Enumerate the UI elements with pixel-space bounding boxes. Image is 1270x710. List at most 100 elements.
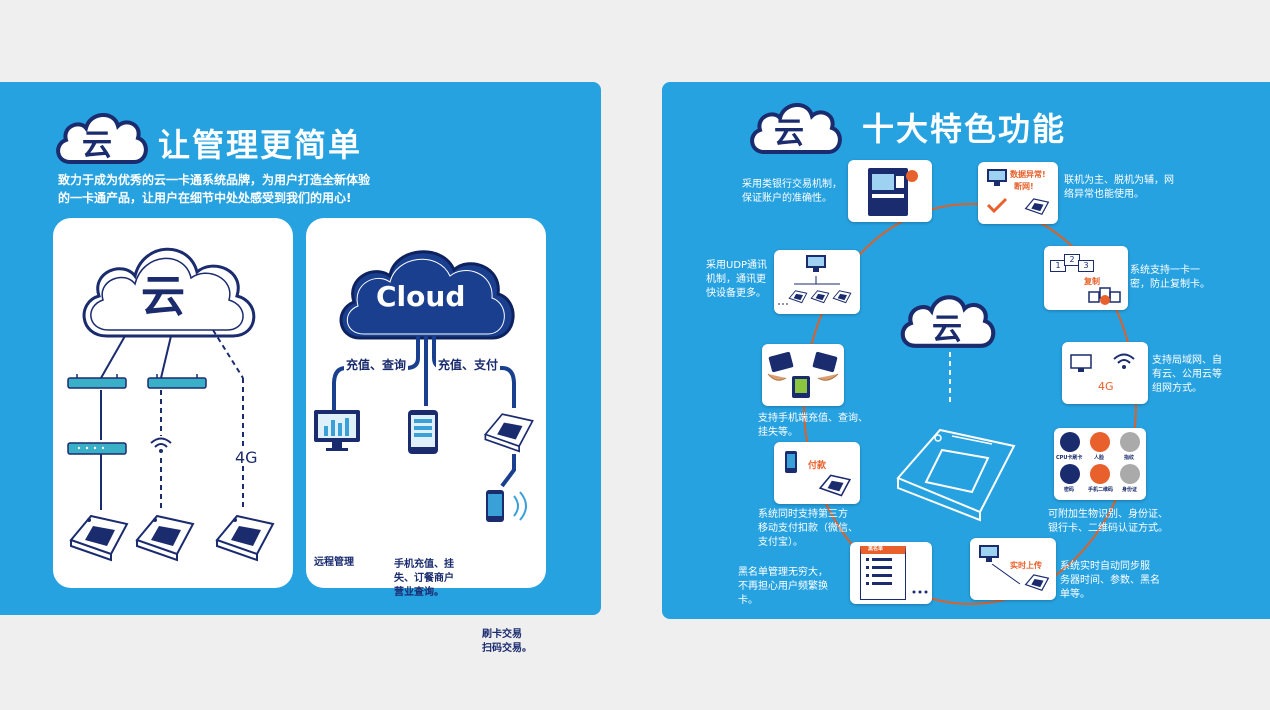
cloud-icon — [334, 238, 518, 348]
cpu-card-icon — [1060, 432, 1080, 452]
bio-icon-label: 指纹 — [1124, 455, 1135, 461]
phone-scan-icon — [482, 488, 536, 524]
copy-cards-icon — [1088, 287, 1121, 305]
feat-thirdpay-line1: 系统同时支持第三方 — [758, 509, 848, 520]
card-terminal-icon — [482, 408, 536, 454]
feat-bio-card: CPU卡刷卡 人脸 指纹 密码 手机二维码 身份证 — [1054, 428, 1146, 500]
bio-icon-label: 人脸 — [1094, 455, 1105, 461]
monitor-icon — [987, 169, 1007, 186]
fingerprint-icon — [1120, 432, 1140, 452]
switch-icon — [67, 440, 127, 456]
feat-online-card: 数据异常! 断网! — [978, 162, 1058, 224]
card-terminal-icon — [1024, 574, 1050, 592]
phone-icon — [406, 408, 440, 456]
feat-bio-line2: 银行卡、二维码认证方式。 — [1048, 523, 1168, 534]
monitor-icon — [806, 255, 826, 272]
atm-icon — [868, 168, 918, 216]
branch-left-label: 充值、查询 — [344, 358, 409, 372]
feat-blacklist-line3: 卡。 — [738, 595, 758, 606]
feat-phone-card — [762, 344, 844, 406]
feat-bank-line1: 采用类银行交易机制， — [742, 179, 842, 190]
cloud-label: Cloud — [376, 280, 466, 313]
card-terminal-icon — [1024, 198, 1050, 216]
monitor-icon — [1070, 354, 1092, 372]
center-cloud-icon — [894, 286, 1002, 352]
feat-online-line1: 联机为主、脱机为辅，网 — [1064, 175, 1174, 186]
check-icon — [986, 197, 1008, 214]
blacklist-tag: 黑名单 — [868, 546, 884, 552]
network-lines — [100, 329, 244, 510]
card-terminal-icon — [133, 510, 197, 562]
left-subtitle-line1: 致力于成为优秀的云一卡通系统品牌，为用户打造全新体验 — [58, 173, 371, 187]
card-terminal-icon — [832, 290, 852, 304]
card-terminal-icon — [67, 510, 131, 562]
feat-phone-line2: 挂失等。 — [758, 427, 798, 438]
udp-lines — [778, 276, 840, 305]
swipe-label-line1: 刷卡交易 — [482, 629, 522, 640]
center-cloud-char: 云 — [932, 312, 962, 347]
feat-blacklist-card: 黑名单 — [850, 542, 932, 604]
center-terminal-icon — [892, 422, 1020, 522]
bio-icon-label: 身份证 — [1122, 487, 1138, 493]
onecard-n1: 1 — [1050, 260, 1066, 272]
list-lines-icon — [866, 558, 928, 594]
mobile-label-line1: 手机充值、挂 — [394, 559, 454, 570]
mobile-label-line3: 营业查询。 — [394, 587, 444, 598]
feat-network-line2: 有云、公用云等 — [1152, 369, 1222, 380]
left-panel: 云 让管理更简单 致力于成为优秀的云一卡通系统品牌，为用户打造全新体验 的一卡通… — [0, 82, 601, 654]
feat-sync-line2: 务器时间、参数、黑名 — [1060, 575, 1160, 586]
feat-onecard-line2: 密，防止复制卡。 — [1130, 279, 1210, 290]
monitor-icon — [312, 408, 362, 452]
onecard-n3: 3 — [1078, 260, 1094, 272]
feat-thirdpay-card: 付款 — [774, 442, 860, 504]
right-panel: 云 十大特色功能 云 采用类银行交易机制， 保证账户的准确性。 数据异常! 断网… — [662, 82, 1270, 619]
remote-manage-label: 远程管理 — [314, 557, 354, 568]
sync-tag: 实时上传 — [1010, 561, 1042, 570]
network-card: 云 4G — [53, 218, 293, 588]
feat-udp-line1: 采用UDP通讯 — [706, 260, 768, 271]
onecard-copy-tag: 复制 — [1084, 277, 1100, 286]
online-tag-line2: 断网! — [1014, 182, 1034, 191]
network-cloud-icon — [73, 232, 263, 352]
cloud-branch-lines — [332, 336, 516, 488]
phone-icon — [785, 451, 797, 473]
feat-thirdpay-line2: 移动支付扣款（微信、 — [758, 523, 858, 534]
feat-sync-card: 实时上传 — [970, 538, 1056, 600]
feat-online-line2: 络异常也能使用。 — [1064, 189, 1144, 200]
feat-sync-line1: 系统实时自动同步服 — [1060, 561, 1150, 572]
card-terminal-icon — [213, 510, 277, 562]
feat-phone-line1: 支持手机端充值、查询、 — [758, 413, 868, 424]
cloud-card: Cloud 充值、查询 充值、支付 远程管理 手机充值、挂 失、订餐商户 营业查… — [306, 218, 546, 654]
bio-icon-label: CPU卡刷卡 — [1056, 455, 1083, 461]
label-4g: 4G — [235, 448, 258, 467]
feat-bank-line2: 保证账户的准确性。 — [742, 193, 832, 204]
feat-onecard-card: 1 2 3 复制 — [1044, 246, 1128, 310]
feat-bio-line1: 可附加生物识别、身份证、 — [1048, 509, 1168, 520]
wifi-icon — [149, 436, 173, 454]
feat-udp-line2: 机制，通讯更 — [706, 274, 766, 285]
monitor-icon — [979, 545, 999, 562]
feat-onecard-line1: 系统支持一卡一 — [1130, 265, 1200, 276]
face-icon — [1090, 432, 1110, 452]
thirdpay-tag: 付款 — [808, 461, 827, 471]
bio-icon-label: 手机二维码 — [1088, 487, 1114, 493]
blacklist-doc-icon — [860, 546, 906, 600]
logo-char: 云 — [82, 128, 112, 163]
left-title: 让管理更简单 — [158, 126, 363, 164]
id-card-icon — [1120, 464, 1140, 484]
branch-right-label: 充值、支付 — [436, 358, 501, 372]
network-cloud-char: 云 — [141, 271, 185, 322]
router-icon — [67, 374, 127, 390]
network-4g-label: 4G — [1098, 380, 1114, 393]
feat-sync-line3: 单等。 — [1060, 589, 1090, 600]
card-terminal-icon — [810, 290, 830, 304]
feat-blacklist-line1: 黑名单管理无穷大， — [738, 567, 828, 578]
feat-thirdpay-line3: 支付宝）。 — [758, 537, 803, 548]
bio-icon-label: 密码 — [1064, 487, 1075, 493]
feat-udp-line3: 快设备更多。 — [706, 288, 766, 299]
card-terminal-icon — [788, 290, 808, 304]
swipe-label-line2: 扫码交易。 — [482, 643, 532, 654]
feat-network-line3: 组网方式。 — [1152, 383, 1202, 394]
feat-network-line1: 支持局域网、自 — [1152, 355, 1222, 366]
left-subtitle-line2: 的一卡通产品，让用户在细节中处处感受到我们的用心! — [58, 191, 352, 205]
